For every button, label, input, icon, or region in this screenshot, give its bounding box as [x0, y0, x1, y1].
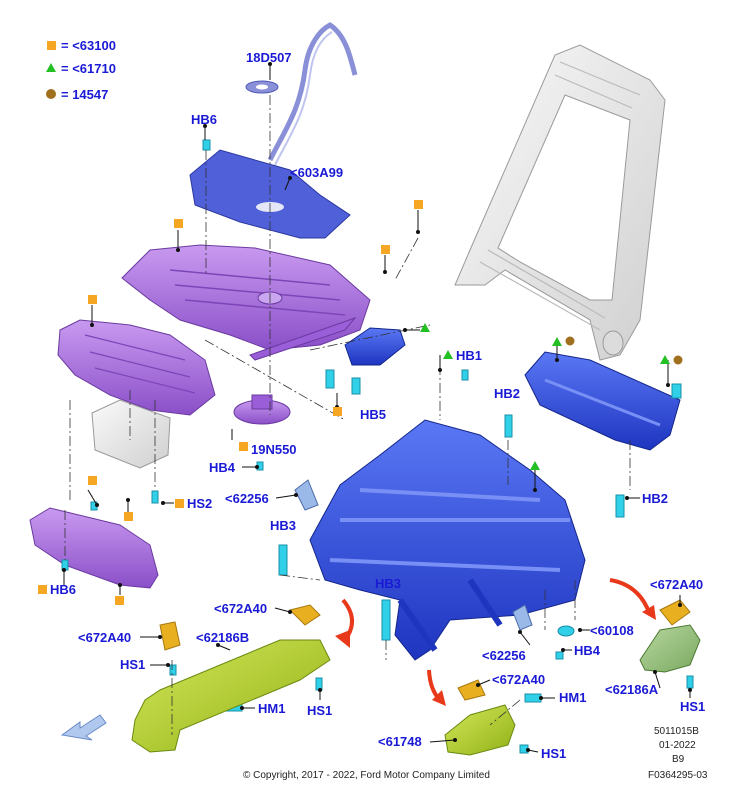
label-19N550: 19N550 — [251, 442, 297, 457]
square-marker-icon — [239, 442, 248, 451]
brackets-62256 — [294, 479, 533, 631]
label-18D507: 18D507 — [246, 50, 292, 65]
square-marker-icon — [47, 41, 56, 50]
square-marker-icon — [333, 407, 342, 416]
seat-upper-rail — [524, 351, 681, 451]
label-62186B: <62186B — [196, 630, 249, 645]
seat-back-frame — [454, 44, 666, 361]
bracket-19N550 — [233, 394, 291, 425]
label-61748: <61748 — [378, 734, 422, 749]
circle-marker-icon — [46, 89, 56, 99]
label-672A40-c: <672A40 — [650, 577, 703, 592]
square-marker-icon — [175, 499, 184, 508]
label-62186A: <62186A — [605, 682, 659, 697]
seat-track-frame — [309, 419, 586, 661]
front-trim-panel — [29, 507, 159, 589]
label-672A40-b: <672A40 — [78, 630, 131, 645]
ref-code-2: 01-2022 — [659, 740, 696, 751]
wire-harness-18D507 — [245, 22, 358, 166]
label-HB2-b: HB2 — [642, 491, 668, 506]
triangle-marker-icon — [46, 63, 56, 72]
copyright-text: © Copyright, 2017 - 2022, Ford Motor Com… — [243, 770, 490, 781]
label-672A40-d: <672A40 — [492, 672, 545, 687]
square-marker-icon — [88, 476, 97, 485]
label-HB6-top: HB6 — [191, 112, 217, 127]
square-marker-icon — [414, 200, 423, 209]
cover-61748 — [444, 704, 516, 756]
legend-triangle-text: = <61710 — [61, 61, 116, 76]
label-HS1-c: HS1 — [680, 699, 705, 714]
label-HB3-b: HB3 — [375, 576, 401, 591]
cushion-front-purple — [57, 319, 216, 416]
label-HS1-d: HS1 — [541, 746, 566, 761]
label-HB3-a: HB3 — [270, 518, 296, 533]
label-603A99: <603A99 — [290, 165, 343, 180]
label-HS1-a: HS1 — [120, 657, 145, 672]
triangle-marker-icon — [552, 337, 562, 346]
label-672A40-a: <672A40 — [214, 601, 267, 616]
label-HB4-b: HB4 — [574, 643, 601, 658]
direction-arrow-icon — [60, 714, 107, 741]
cover-62186A — [639, 624, 701, 673]
label-HB1: HB1 — [456, 348, 482, 363]
triangle-marker-icon — [660, 355, 670, 364]
label-HB2-a: HB2 — [494, 386, 520, 401]
circle-marker-icon — [673, 355, 683, 365]
circle-marker-icon — [565, 336, 575, 346]
legend-square-text: = <63100 — [61, 38, 116, 53]
legend: = <63100 = <61710 = 14547 — [46, 38, 116, 102]
label-HM1-b: HM1 — [559, 690, 586, 705]
label-HM1-a: HM1 — [258, 701, 285, 716]
label-62256-b: <62256 — [482, 648, 526, 663]
square-marker-icon — [124, 512, 133, 521]
square-marker-icon — [115, 596, 124, 605]
red-arrows — [335, 578, 656, 706]
part-markers — [38, 200, 683, 605]
label-60108: <60108 — [590, 623, 634, 638]
triangle-marker-icon — [420, 323, 430, 332]
triangle-marker-icon — [530, 461, 540, 470]
legend-circle-text: = 14547 — [61, 87, 108, 102]
label-HS2: HS2 — [187, 496, 212, 511]
callout-labels: 18D507 HB6 <603A99 HB1 HB2 HB5 19N550 HB… — [50, 50, 705, 761]
square-marker-icon — [88, 295, 97, 304]
cover-62186B — [131, 639, 331, 753]
ref-code-3: B9 — [672, 754, 685, 765]
fasteners — [61, 139, 694, 754]
triangle-marker-icon — [443, 350, 453, 359]
label-HB6-bottom: HB6 — [50, 582, 76, 597]
label-HB4-a: HB4 — [209, 460, 236, 475]
square-marker-icon — [38, 585, 47, 594]
label-62256-a: <62256 — [225, 491, 269, 506]
control-module-box — [91, 399, 171, 469]
footer: © Copyright, 2017 - 2022, Ford Motor Com… — [243, 726, 708, 781]
brackets-672A40 — [159, 599, 691, 701]
ref-code-1: 5011015B — [654, 726, 699, 737]
label-HB5: HB5 — [360, 407, 386, 422]
square-marker-icon — [174, 219, 183, 228]
label-HS1-b: HS1 — [307, 703, 332, 718]
ref-code-4: F0364295-03 — [648, 770, 708, 781]
alignment-lines — [64, 95, 631, 735]
seat-motor — [344, 327, 406, 366]
square-marker-icon — [381, 245, 390, 254]
